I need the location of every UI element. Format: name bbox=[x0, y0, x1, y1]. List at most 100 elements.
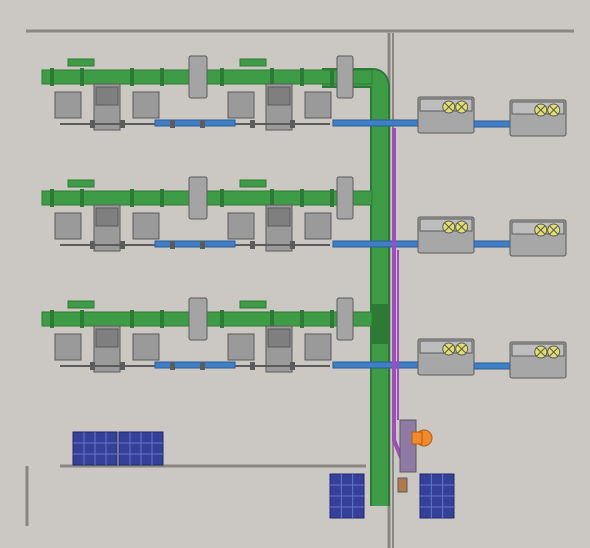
pipe-flange bbox=[160, 189, 164, 207]
pipe-flange bbox=[160, 68, 164, 86]
fitting bbox=[290, 362, 295, 370]
pipe-flange bbox=[220, 189, 224, 207]
pipe-tag-right bbox=[239, 58, 267, 67]
fitting bbox=[90, 241, 95, 249]
tank-unit bbox=[132, 212, 160, 240]
pipe-flange bbox=[270, 189, 274, 207]
fitting bbox=[290, 120, 295, 128]
purple-pipe-main bbox=[392, 128, 408, 471]
fan-unit-right-row-2 bbox=[509, 219, 567, 257]
misc-equipment bbox=[72, 128, 455, 519]
pipe-tag-left bbox=[67, 58, 95, 67]
tank-unit bbox=[227, 212, 255, 240]
fan-spoke bbox=[457, 222, 467, 232]
blue-pipe-between-fans bbox=[473, 362, 511, 370]
tank-unit bbox=[54, 91, 82, 119]
pipe-flange bbox=[50, 68, 54, 86]
fan-spoke bbox=[549, 225, 559, 235]
equipment-row-1 bbox=[41, 55, 420, 131]
tank-unit bbox=[304, 91, 332, 119]
pipe-flange bbox=[300, 68, 304, 86]
fitting bbox=[250, 241, 255, 249]
tank-unit bbox=[54, 333, 82, 361]
pipe-flange bbox=[300, 189, 304, 207]
fan-spoke bbox=[536, 225, 546, 235]
pump-motor bbox=[95, 328, 119, 348]
pipe-flange bbox=[130, 189, 134, 207]
blue-feed-pipe bbox=[332, 119, 420, 127]
tank-unit bbox=[54, 212, 82, 240]
pipe-flange bbox=[270, 310, 274, 328]
blue-pipe-between-fans bbox=[473, 120, 511, 128]
panel-left-b bbox=[118, 431, 164, 466]
pipe-flange bbox=[330, 189, 334, 207]
pump-motor bbox=[267, 328, 291, 348]
equipment-rows bbox=[41, 55, 420, 373]
trunk-joint bbox=[372, 304, 388, 344]
fitting bbox=[290, 241, 295, 249]
fan-units bbox=[417, 96, 567, 379]
pipe-flange bbox=[270, 68, 274, 86]
valve-box-right bbox=[336, 55, 354, 99]
tank-unit bbox=[304, 212, 332, 240]
pipe-flange bbox=[220, 310, 224, 328]
purple-riser-box bbox=[399, 419, 417, 473]
valve-box-center bbox=[188, 176, 208, 220]
fan-spoke bbox=[444, 102, 454, 112]
pipe-flange bbox=[330, 310, 334, 328]
pump-motor bbox=[95, 207, 119, 227]
equipment-row-3 bbox=[41, 297, 420, 373]
fitting bbox=[120, 362, 125, 370]
tank-unit bbox=[227, 91, 255, 119]
pipe-flange bbox=[220, 68, 224, 86]
valve-box-right bbox=[336, 297, 354, 341]
valve-box-right bbox=[336, 176, 354, 220]
tank-unit bbox=[304, 333, 332, 361]
pipe-tag-left bbox=[67, 300, 95, 309]
equipment-row-2 bbox=[41, 176, 420, 252]
pipe-tag-right bbox=[239, 179, 267, 188]
tank-unit bbox=[132, 333, 160, 361]
orange-pump-body bbox=[411, 431, 423, 445]
pipe-flange bbox=[50, 310, 54, 328]
pipe-tag-left bbox=[67, 179, 95, 188]
panel-bottom-center bbox=[329, 473, 365, 519]
pipe-flange bbox=[80, 310, 84, 328]
blue-branch-pipe bbox=[154, 119, 236, 127]
fan-unit-right-row-1 bbox=[509, 99, 567, 137]
fan-spoke bbox=[536, 347, 546, 357]
fan-unit-left-row-1 bbox=[417, 96, 475, 134]
fitting bbox=[250, 120, 255, 128]
blue-branch-pipe bbox=[154, 361, 236, 369]
fitting bbox=[200, 362, 205, 370]
fan-spoke bbox=[444, 344, 454, 354]
fitting bbox=[120, 241, 125, 249]
small-box bbox=[397, 477, 408, 493]
pipe-flange bbox=[300, 310, 304, 328]
valve-box-center bbox=[188, 55, 208, 99]
fan-spoke bbox=[457, 102, 467, 112]
pipe-flange bbox=[130, 68, 134, 86]
fitting bbox=[90, 362, 95, 370]
fitting bbox=[200, 120, 205, 128]
fitting bbox=[250, 362, 255, 370]
fan-unit-left-row-2 bbox=[417, 216, 475, 254]
blue-branch-pipe bbox=[154, 240, 236, 248]
blue-feed-pipe bbox=[332, 361, 420, 369]
pipe-flange bbox=[80, 189, 84, 207]
panel-left-a bbox=[72, 431, 118, 466]
pipe-flange bbox=[160, 310, 164, 328]
fan-spoke bbox=[549, 347, 559, 357]
tank-unit bbox=[132, 91, 160, 119]
pipe-tag-right bbox=[239, 300, 267, 309]
fitting bbox=[170, 241, 175, 249]
fitting bbox=[170, 120, 175, 128]
fitting bbox=[200, 241, 205, 249]
pipe-flange bbox=[50, 189, 54, 207]
fan-spoke bbox=[536, 105, 546, 115]
fan-spoke bbox=[549, 105, 559, 115]
pump-motor bbox=[95, 86, 119, 106]
fan-spoke bbox=[457, 344, 467, 354]
main-vertical-pipe bbox=[322, 68, 390, 506]
